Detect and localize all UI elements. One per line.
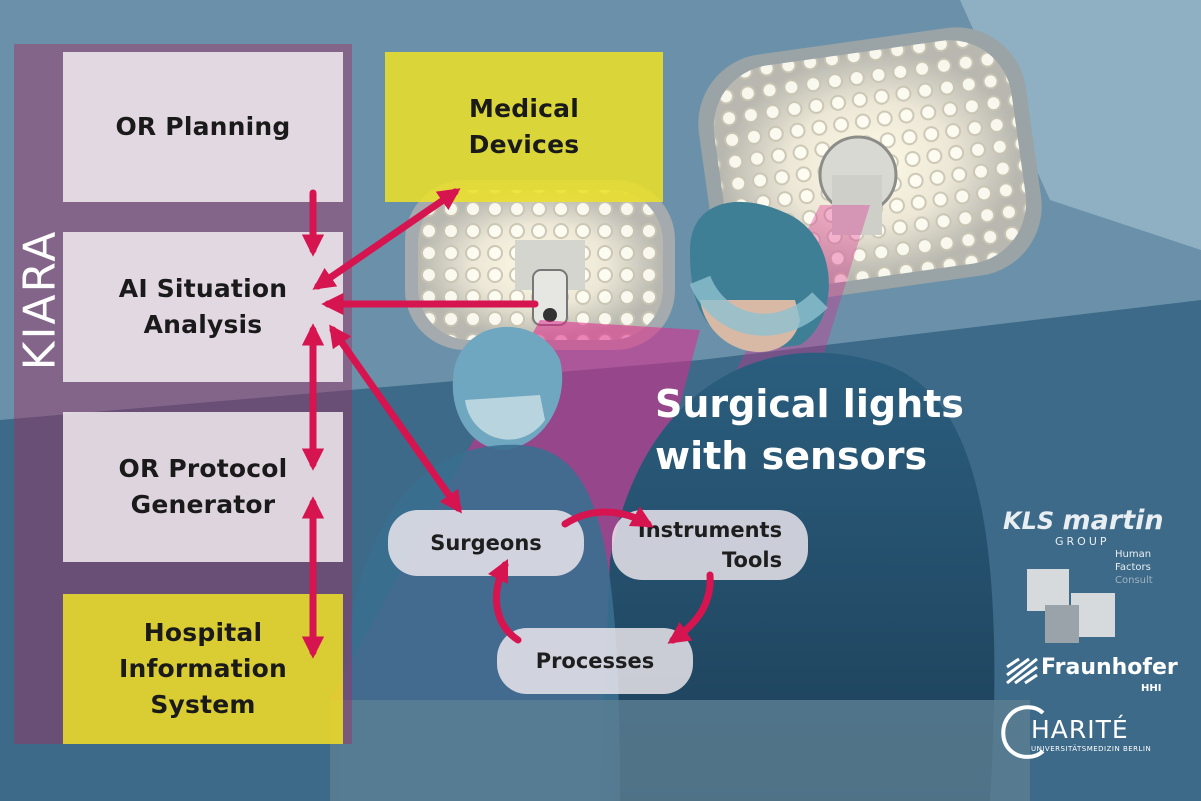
hfc-text-2: Factors: [1115, 562, 1151, 573]
fraunhofer-text: Fraunhofer: [1041, 655, 1178, 680]
hfc-squares-icon: [1027, 569, 1115, 643]
martin-logo-text: martin: [1062, 505, 1164, 536]
arrow-surgeons-instruments: [561, 506, 654, 528]
arrow-instruments-processes: [667, 571, 714, 644]
hfc-text-3: Consult: [1115, 575, 1153, 586]
ai-situation-analysis-box: AI Situation Analysis: [63, 232, 343, 382]
or-protocol-generator-box: OR Protocol Generator: [63, 412, 343, 562]
arrow-ai-surgeons: [329, 324, 462, 514]
kls-logo-text: KLS: [1003, 507, 1055, 535]
medical-devices-box: Medical Devices: [385, 52, 663, 202]
fraunhofer-icon: [1006, 657, 1038, 685]
arrow-processes-surgeons: [487, 558, 522, 644]
surgeon-figure: [600, 201, 995, 801]
arrow-ai-devices: [312, 188, 461, 290]
fraunhofer-hhi-text: HHI: [1141, 683, 1162, 694]
charite-c-icon: [1001, 705, 1045, 759]
kls-martin-logo: KLS martin: [1003, 505, 1164, 536]
or-planning-label: OR Planning: [115, 112, 291, 141]
surgeons-label: Surgeons: [430, 531, 542, 555]
processes-label: Processes: [535, 649, 655, 673]
surgical-lights-title: Surgical lights with sensors: [655, 382, 964, 478]
medical-devices-label: Medical Devices: [468, 94, 580, 159]
partner-logos: KLS martin GROUP Human Factors Consult F…: [995, 505, 1195, 795]
charite-sub-text: UNIVERSITÄTSMEDIZIN BERLIN: [1031, 745, 1152, 753]
hospital-information-system-box: Hospital Information System: [63, 594, 343, 744]
hospital-information-system-label: Hospital Information System: [118, 618, 288, 719]
or-protocol-generator-label: OR Protocol Generator: [118, 454, 288, 519]
or-planning-box: OR Planning: [63, 52, 343, 202]
ai-situation-analysis-label: AI Situation Analysis: [118, 274, 288, 339]
processes-pill: Processes: [497, 628, 693, 694]
hfc-text-1: Human: [1115, 549, 1152, 560]
kls-group-text: GROUP: [1055, 535, 1110, 548]
instruments-tools-label: Instruments Tools: [637, 518, 783, 572]
charite-text: HARITÉ: [1031, 715, 1129, 744]
surgeons-pill: Surgeons: [388, 510, 584, 576]
